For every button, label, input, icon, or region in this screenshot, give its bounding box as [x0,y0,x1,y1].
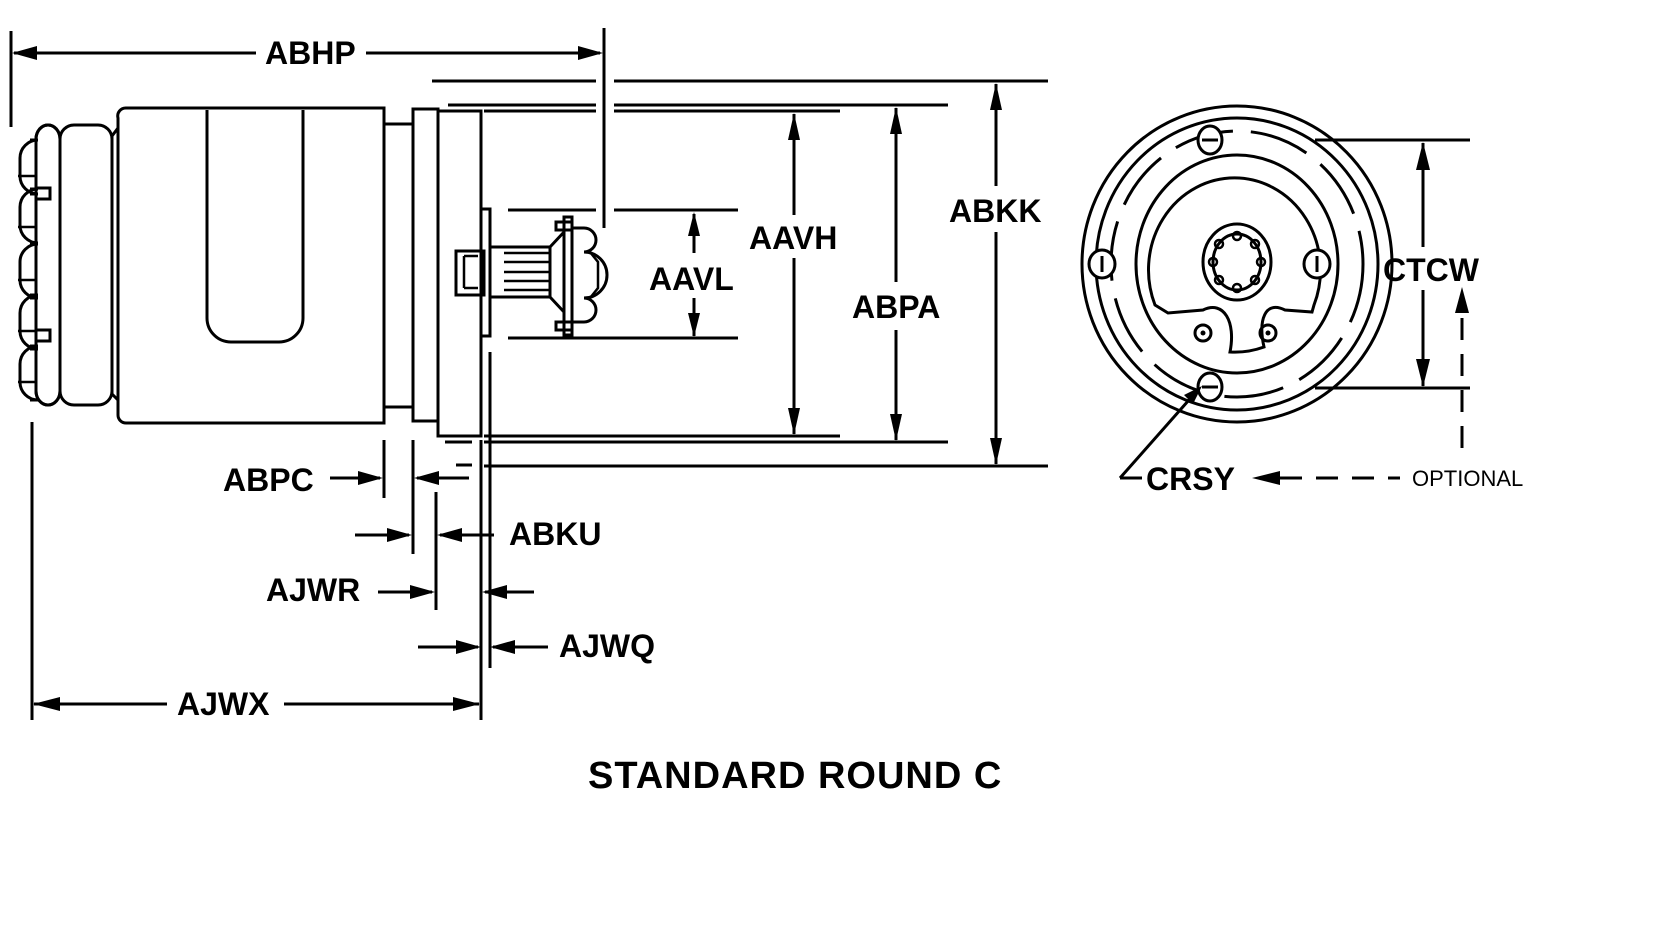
label-ctcw: CTCW [1383,252,1480,288]
dimension-aavl: AAVL [649,212,734,337]
label-abku: ABKU [509,516,601,552]
spline-teeth [1207,230,1267,294]
label-crsy: CRSY [1146,461,1235,497]
dimension-crsy: CRSY OPTIONAL [1118,386,1523,497]
connector-body [116,106,492,438]
dimension-aavh: AAVH [749,113,837,435]
dimension-abku: ABKU [355,516,601,552]
extension-lines [432,79,1048,468]
label-aavl: AAVL [649,261,734,297]
dimension-abhp: ABHP [9,28,606,228]
end-view: CTCW CRSY OPTIONAL [1080,104,1523,497]
label-aavh: AAVH [749,220,837,256]
label-abhp: ABHP [265,35,356,71]
witness-lines [30,352,492,720]
small-screws [1193,323,1278,343]
label-ajwx: AJWX [177,686,270,722]
dimension-ajwx: AJWX [33,686,480,722]
dimension-ctcw: CTCW [1315,138,1480,456]
pin-contact [454,215,609,337]
coupling-nut [18,123,120,407]
side-view: ABHP AAVL AAVH ABPA [9,28,1048,722]
label-optional: OPTIONAL [1412,466,1523,491]
label-abkk: ABKK [949,193,1041,229]
dimension-abpc: ABPC [223,462,469,498]
label-ajwr: AJWR [266,572,360,608]
drawing-title: STANDARD ROUND C [588,755,1002,797]
mounting-holes [1087,124,1332,403]
dimension-ajwr: AJWR [266,572,534,608]
label-abpa: ABPA [852,289,940,325]
label-ajwq: AJWQ [559,628,655,664]
dimension-abpa: ABPA [852,107,940,441]
dimension-ajwq: AJWQ [418,628,655,664]
dimension-abkk: ABKK [949,83,1041,465]
label-abpc: ABPC [223,462,314,498]
